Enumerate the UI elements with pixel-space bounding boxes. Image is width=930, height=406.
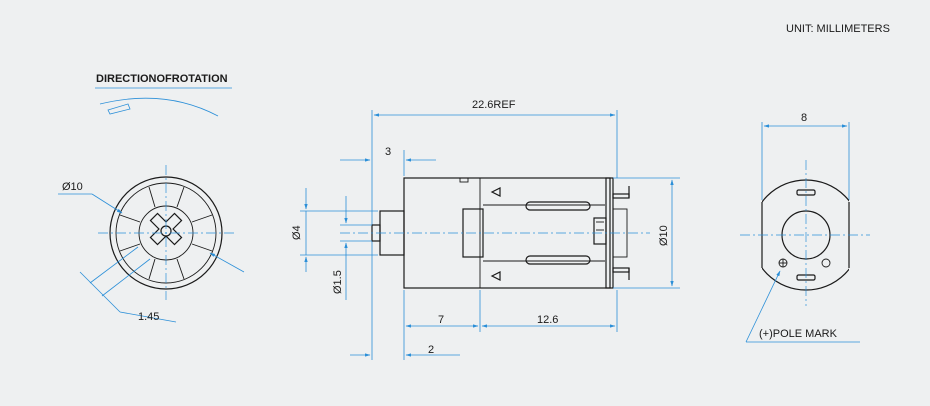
front-view: DIRECTIONOFROTATION Ø10 [58,73,245,323]
minus-pole-icon [821,258,831,268]
gap-leader [119,311,177,323]
pole-mark-label: (+)POLE MARK [759,328,838,340]
rear-view: 8 (+)POLE MARK [740,112,870,343]
terminal-bottom [612,267,630,273]
rotation-title: DIRECTIONOFROTATION [96,73,228,85]
rear-section-label: 12.6 [537,314,558,326]
slot-top [525,201,591,211]
side-view: 22.6REF 3 [291,99,680,360]
gap-dim-line [79,271,121,313]
front-spokes [119,186,213,280]
slot-bottom [525,255,591,265]
body-diameter-label: Ø10 [658,225,670,246]
front-diameter-label: Ø10 [62,181,83,193]
mark-triangle-bottom-icon [490,271,501,281]
brush-block [593,217,607,245]
gap-ext-2 [101,258,151,297]
gap-ext-1 [89,246,139,284]
pole-mark-leader [745,270,781,343]
mark-triangle-top-icon [490,187,501,197]
terminal-top [612,193,630,199]
unit-label: UNIT: MILLIMETERS [786,23,890,35]
front-diameter-leader-2 [209,252,245,273]
shaft-length-label: 3 [385,146,391,158]
rotation-arrow-head-icon [107,103,131,115]
tip-diameter-label: Ø1.5 [332,270,344,294]
front-diameter-leader [91,193,123,214]
gap-label: 1.45 [138,311,159,323]
stub-label: 2 [428,344,434,356]
rear-terminal-top [796,189,816,196]
boss-diameter-label: Ø4 [291,225,303,240]
rotation-arrow-arc [99,97,219,117]
front-outer-circle [109,176,223,290]
top-tab [459,177,469,183]
front-section-label: 7 [438,314,444,326]
front-cross-shaft [149,212,183,246]
rear-width-label: 8 [801,112,807,124]
length-label: 22.6REF [472,99,516,111]
